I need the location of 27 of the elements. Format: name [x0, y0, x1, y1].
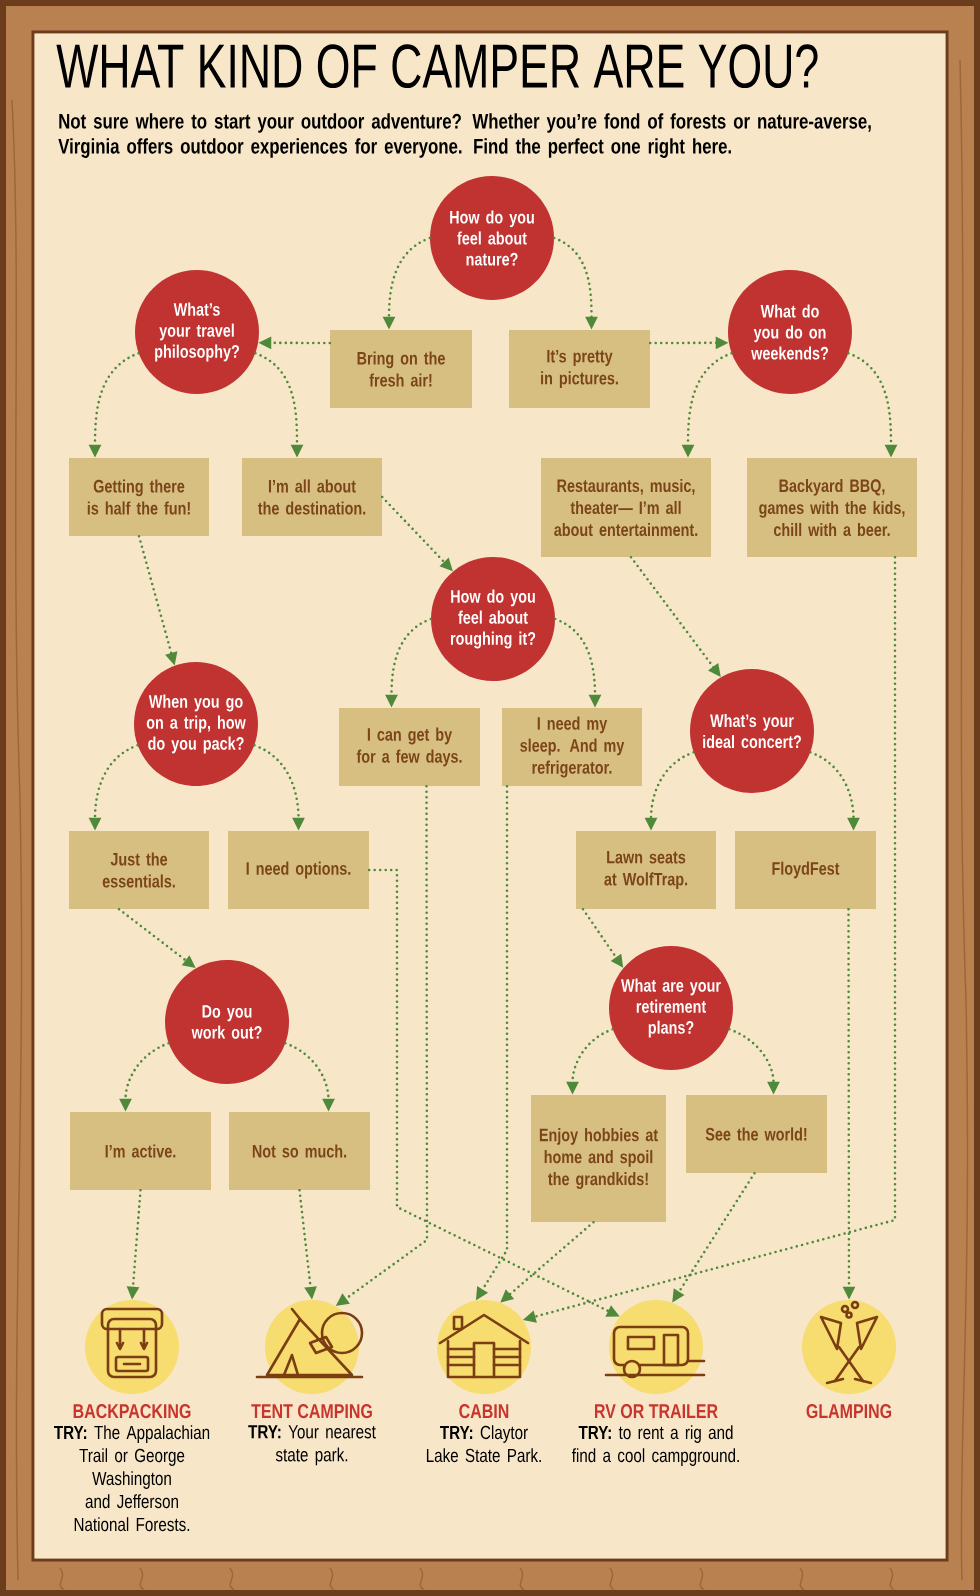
- answer-box: See the world!: [686, 1095, 827, 1173]
- category-heading: GLAMPING: [806, 1404, 892, 1419]
- answer-box: Not so much.: [229, 1112, 370, 1190]
- category-heading: TENT CAMPING: [251, 1404, 372, 1419]
- answer-box: I’m active.: [70, 1112, 211, 1190]
- answer-box: Enjoy hobbies at home and spoil the grandkids!: [531, 1095, 666, 1222]
- answer-box: I need my sleep. And my refrigerator.: [502, 708, 642, 786]
- answer-box: I need options.: [228, 831, 369, 909]
- suggestion-text: TRY: to rent a rig and find a cool campground.: [571, 1425, 739, 1466]
- answer-box: Restaurants, music, theater— I’m all about entertainment.: [541, 458, 711, 557]
- category-heading: RV OR TRAILER: [595, 1404, 718, 1419]
- answer-box: FloydFest: [735, 831, 876, 909]
- suggestion-text: TRY: Your nearest state park.: [248, 1425, 376, 1466]
- answer-box: Bring on the fresh air!: [330, 330, 472, 408]
- suggestion-text: TRY: Claytor Lake State Park.: [426, 1425, 541, 1463]
- answer-box: I’m all about the destination.: [242, 458, 382, 536]
- answer-box: Just the essentials.: [69, 831, 209, 909]
- answer-box: Backyard BBQ, games with the kids, chill with a beer.: [747, 458, 917, 557]
- intro-text: Not sure where to start your outdoor adventure? Whether you’re fond of forests or nature-averse, Virginia offers outdoor experiences for everyone. Find the perfect one right here.: [58, 113, 871, 158]
- answer-box: I can get by for a few days.: [339, 708, 480, 786]
- category-heading: BACKPACKING: [73, 1404, 191, 1419]
- category-heading: CABIN: [459, 1404, 509, 1419]
- answer-box: Lawn seats at WolfTrap.: [576, 831, 716, 909]
- answer-box: Getting there is half the fun!: [69, 458, 209, 536]
- suggestion-text: TRY: The Appalachian Trail or George Washington and Jefferson National Forests.: [54, 1425, 210, 1532]
- title: WHAT KIND OF CAMPER ARE YOU?: [56, 44, 818, 89]
- answer-box: It’s pretty in pictures.: [509, 330, 650, 408]
